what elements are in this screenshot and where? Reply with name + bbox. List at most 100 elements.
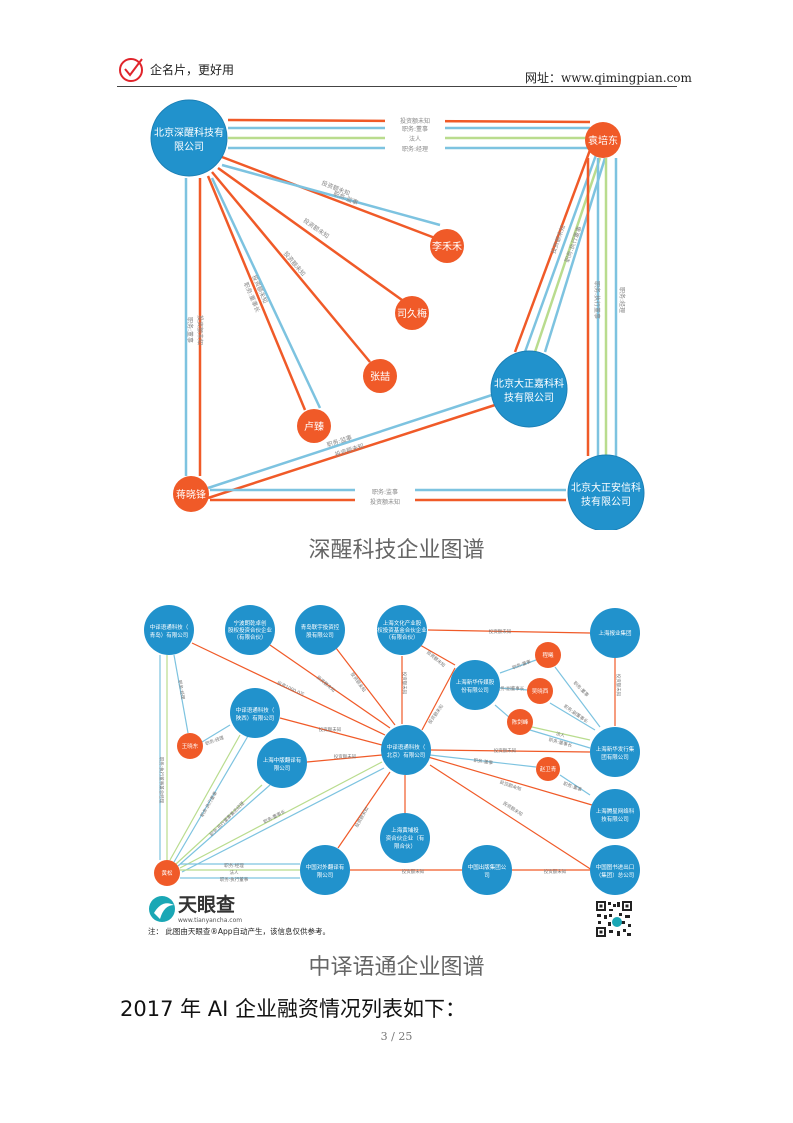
edge-label: 职务:董事 [511,658,532,671]
company-node-beijing[interactable]: 中译语通科技（北京）有限公司 [381,725,431,775]
brand-slogan: 企名片，更好用 [150,63,235,77]
svg-text:吴晓西: 吴晓西 [532,687,549,695]
svg-text:上海报业集团: 上海报业集团 [598,629,632,637]
website-url: 网址：www.qimingpian.com [525,71,692,85]
edge-label: 投资额未知 [402,868,425,875]
svg-text:程曦: 程曦 [542,651,554,659]
svg-text:陕西）有限公司: 陕西）有限公司 [236,714,275,722]
edge-label: 投资额未知 [544,868,567,875]
edge-label: 职务:董事 [186,317,194,343]
edge-label: 投资额未知 [349,671,368,694]
tianyancha-logo-url: www.tianyancha.com [178,917,243,924]
company-node-tushu[interactable]: 中国图书进出口（集团）总公司 [590,845,640,895]
person-node-si[interactable]: 司久梅 [395,296,429,330]
edge-label: 投资额未知 [501,800,524,818]
svg-text:技有限公司: 技有限公司 [601,815,629,823]
edge-label: 职务:董事 [562,780,583,793]
graph1-edges [184,118,618,502]
section-intro-text: 2017 年 AI 企业融资情况列表如下： [120,997,467,1021]
svg-text:限公司: 限公司 [317,871,334,879]
svg-text:蒋晓锋: 蒋晓锋 [176,488,206,501]
svg-text:股有限公司: 股有限公司 [306,631,334,639]
edge-label: 职务:经理 [618,287,626,313]
svg-text:（集团）总公司: （集团）总公司 [596,871,635,879]
svg-text:司久梅: 司久梅 [397,307,427,320]
company-node-qingdao[interactable]: 中译语通科技（青岛）有限公司 [144,605,194,655]
tianyancha-logo-icon [149,896,175,922]
svg-text:中国对外翻译有: 中国对外翻译有 [306,863,345,871]
svg-text:袁培东: 袁培东 [588,134,618,147]
svg-text:中译语通科技（: 中译语通科技（ [150,623,189,631]
edge-label: 法人 [555,730,566,739]
graph2-edges [159,629,616,879]
zhongyi-graph: 投资额未知 投资1000.0万 投资额未知 投资额未知 投资额未知 投资额未知 … [144,605,640,895]
edge-label: 职务:董事 [572,680,591,699]
person-node-chengxi[interactable]: 程曦 [535,642,561,668]
edge-label: 职务:经理 [176,680,186,701]
person-node-jiang[interactable]: 蒋晓锋 [173,476,209,512]
svg-text:北京）有限公司: 北京）有限公司 [387,751,426,759]
edge-label: 职务:董事 [402,125,428,133]
edge-label: 投资额未知 [426,703,445,726]
edge-label: 投资额未知 [370,498,400,506]
svg-text:上海中版翻译有: 上海中版翻译有 [263,756,302,764]
edge-label: 职务:执行董事兼总经理 [158,757,165,804]
svg-text:司: 司 [484,872,490,879]
edge-label: 投资额未知 [401,672,408,695]
svg-text:上海腾星网络科: 上海腾星网络科 [596,807,635,815]
edge-label: 投资额未知 [615,674,622,697]
svg-text:上海新华传媒股: 上海新华传媒股 [456,678,495,686]
svg-text:限公司: 限公司 [174,141,204,153]
company-node-shaanxi[interactable]: 中译语通科技（陕西）有限公司 [230,688,280,738]
edge-label: 投资额未知 [319,726,342,733]
svg-text:技有限公司: 技有限公司 [581,495,631,508]
person-node-li[interactable]: 李禾禾 [430,229,464,263]
person-node-lu[interactable]: 卢臻 [297,409,331,443]
edge-label: 职务:监事 [372,488,398,496]
person-node-chenjianfeng[interactable]: 陈剑峰 [507,709,533,735]
edge-label: 投资1000.0万 [276,679,306,698]
svg-text:股权投资合伙企业: 股权投资合伙企业 [228,626,273,634]
svg-text:团有限公司: 团有限公司 [601,753,629,761]
edge-label: 投资额未知 [302,216,331,240]
person-node-wuxiaoxi[interactable]: 吴晓西 [527,678,553,704]
person-node-zhang[interactable]: 张喆 [363,359,397,393]
svg-text:青岛联宇投资控: 青岛联宇投资控 [301,623,340,631]
svg-text:限公司: 限公司 [274,764,291,772]
edge-label: 职务:执行董事 [593,281,601,319]
company-node-baoye[interactable]: 上海报业集团 [590,608,640,658]
tianyancha-logo-name: 天眼查 [178,894,236,916]
svg-text:上海新华发行集: 上海新华发行集 [596,745,635,753]
svg-text:北京大正嘉科科: 北京大正嘉科科 [494,377,564,390]
svg-text:王晓东: 王晓东 [182,742,199,750]
person-node-wangxiaodong[interactable]: 王晓东 [177,733,203,759]
person-node-yuan[interactable]: 袁培东 [585,122,621,158]
edge-label: 职务:经理 [224,862,244,869]
person-node-zhaoweiqing[interactable]: 赵卫青 [536,757,560,781]
edge-label: 投资额未知 [196,315,204,345]
edge-label: 投资额未知 [400,117,430,125]
edge-label: 职务:副董事长 [562,703,590,725]
edge-label: 职务:董事 [473,757,494,767]
svg-text:限合伙）: 限合伙） [394,842,416,850]
edge-label: 投资额未知 [489,628,512,635]
edge-label: 职务:经理 [402,145,428,153]
svg-text:黄松: 黄松 [161,869,173,877]
person-node-huangsong[interactable]: 黄松 [154,860,180,886]
edge-label: 法人 [230,869,239,876]
edge-label: 投资额未知 [282,250,307,278]
